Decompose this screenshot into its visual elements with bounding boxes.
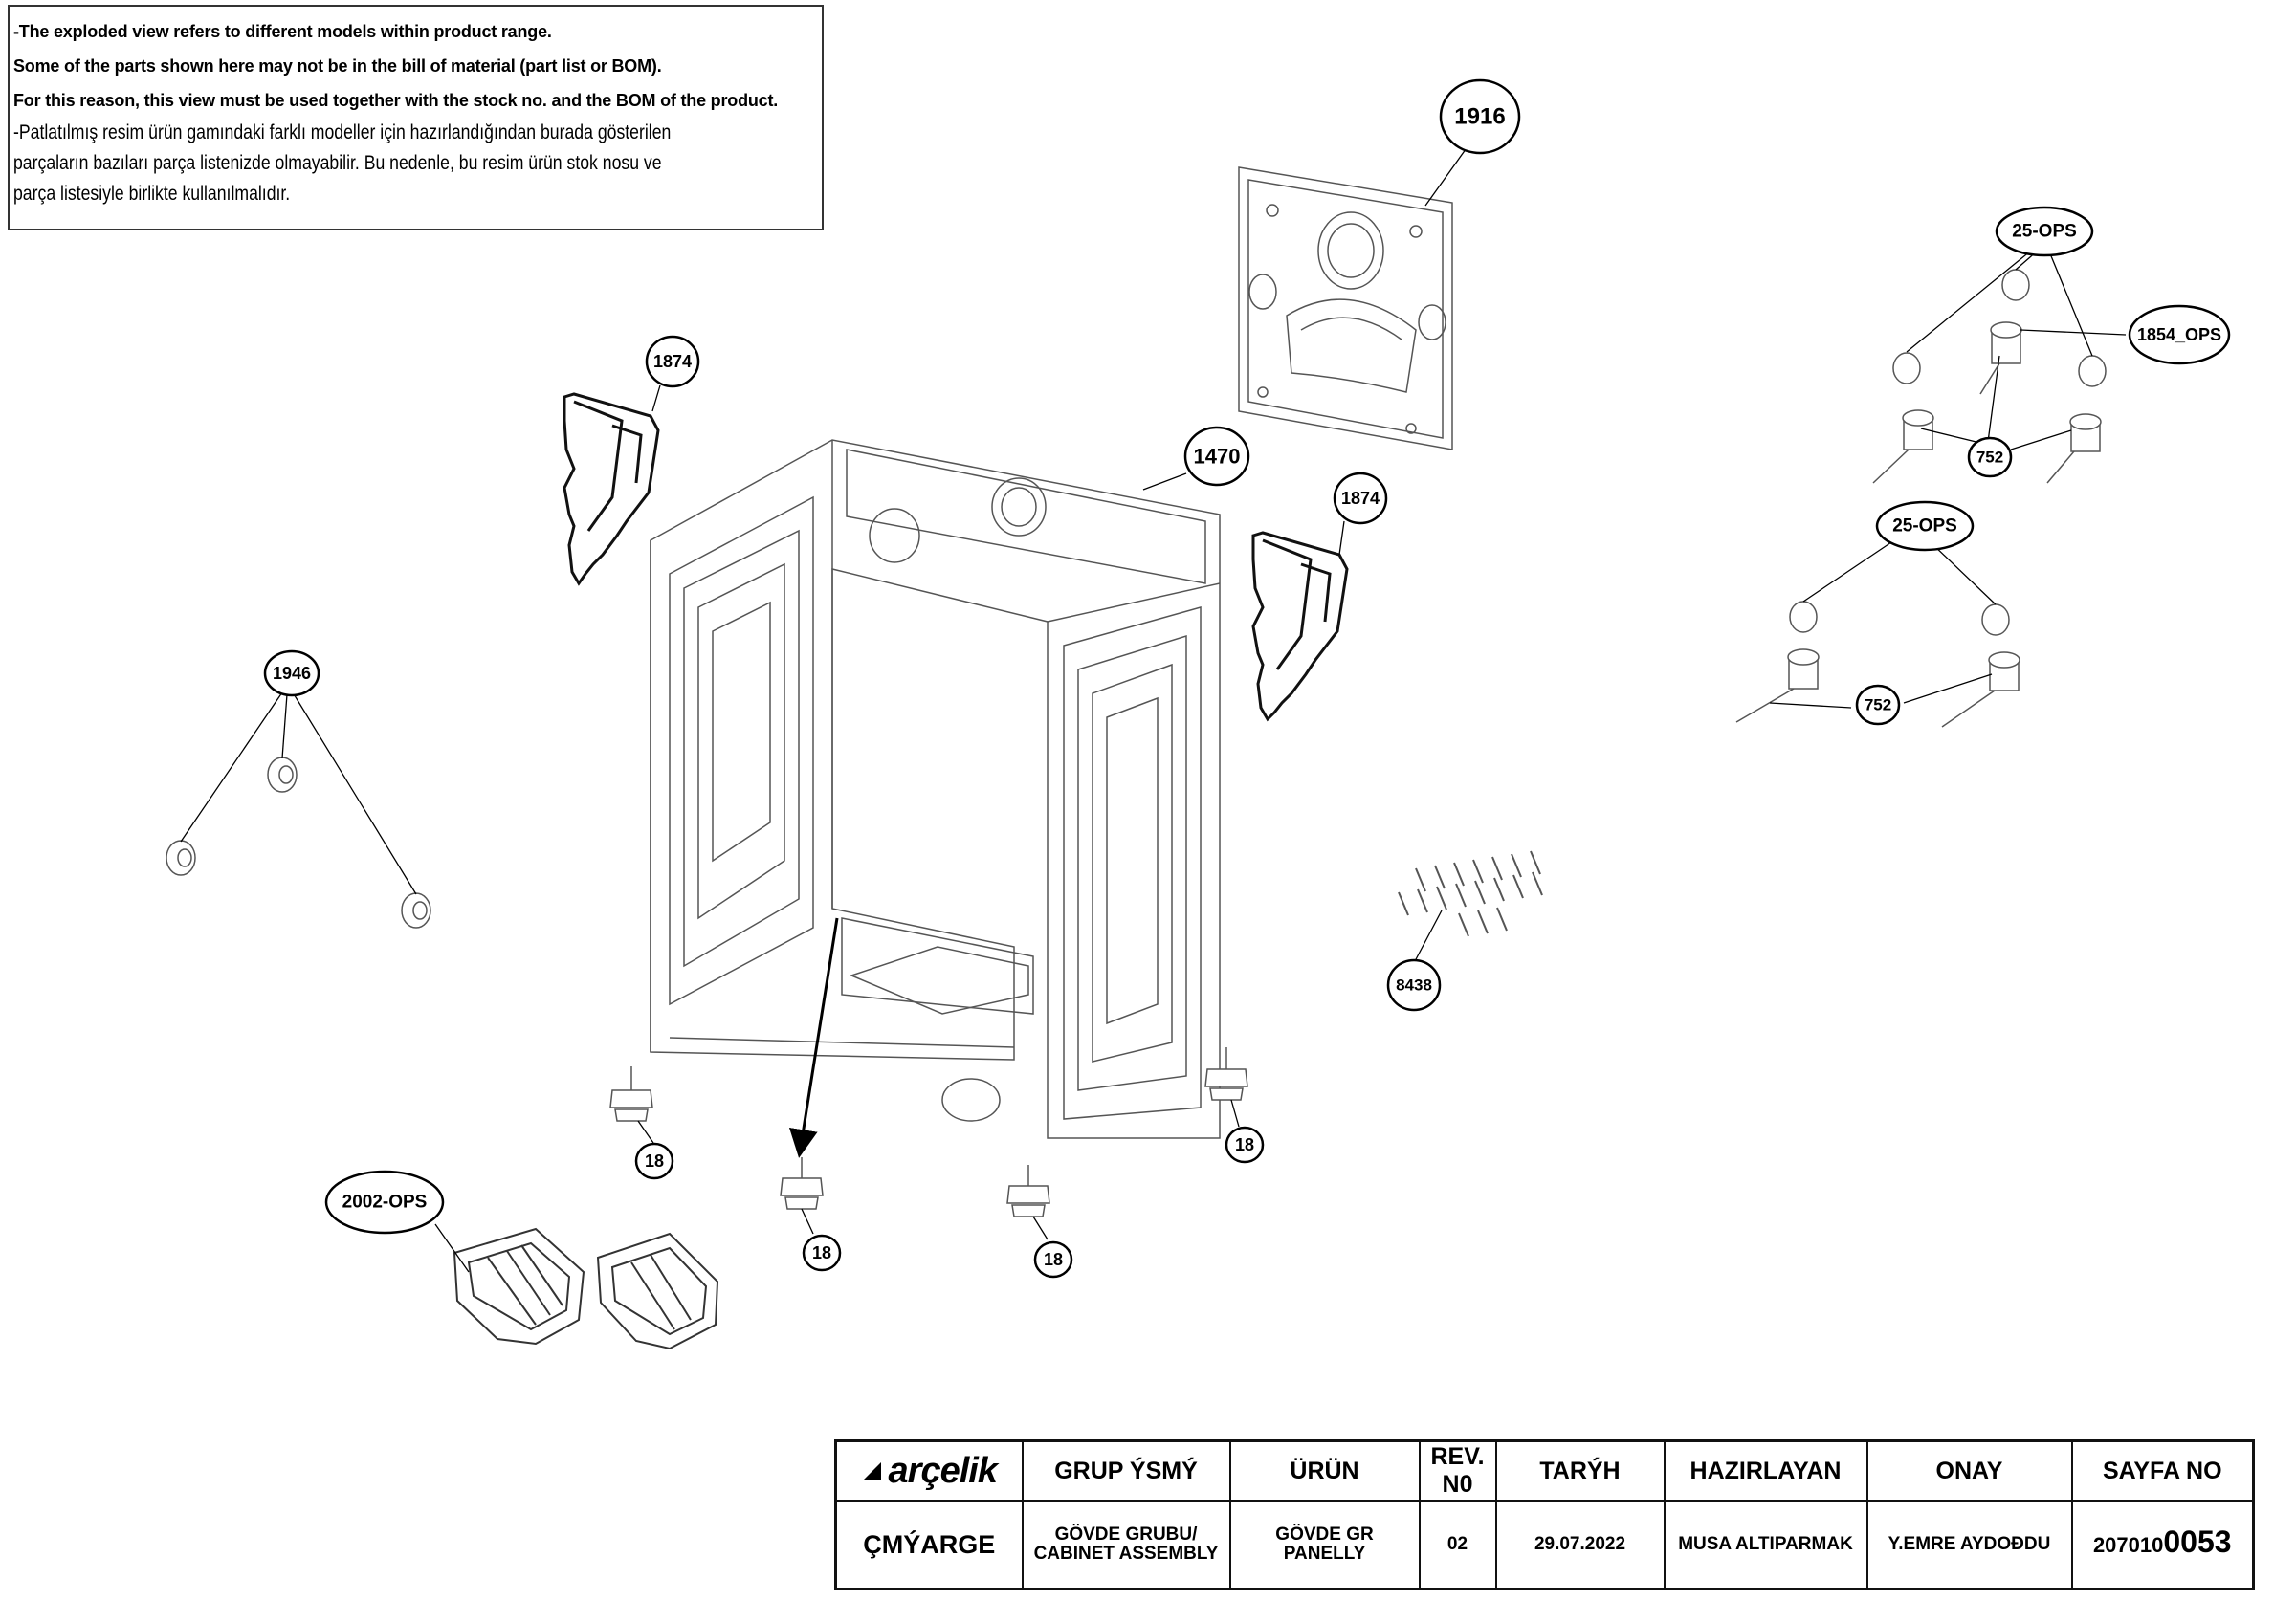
leader-lines-1946: [180, 691, 417, 895]
notice-en-line-3: For this reason, this view must be used …: [13, 91, 779, 110]
callout-18-middle: [802, 1234, 842, 1272]
value-group-line2: CABINET ASSEMBLY: [1033, 1544, 1219, 1564]
header-date: TARÝH: [1494, 1439, 1666, 1502]
callout-25-ops-upper-label: 25-OPS: [2012, 222, 2077, 242]
exploded-view-notice: -The exploded view refers to different m…: [8, 5, 824, 230]
callout-18-middle-right-label: 18: [1044, 1250, 1063, 1269]
callout-752-upper: [1967, 436, 2013, 478]
value-page: 2070100053: [2070, 1500, 2255, 1590]
value-prepared: MUSA ALTIPARMAK: [1663, 1500, 1868, 1590]
page-suffix: 0053: [2163, 1524, 2232, 1559]
notice-en-line-1: -The exploded view refers to different m…: [13, 22, 552, 41]
header-approval: ONAY: [1866, 1439, 2073, 1502]
motor-base-boxes-part: [434, 1223, 719, 1350]
bracket-right-part: [1251, 531, 1349, 722]
title-block: arçelik GRUP ÝSMÝ ÜRÜN REV.N0 TARÝH HAZI…: [834, 1439, 2255, 1590]
callout-752-lower-label: 752: [1865, 696, 1891, 714]
value-product-line2: PANELLY: [1283, 1544, 1366, 1564]
leader-line-1874a: [651, 384, 661, 412]
notice-tr-line-1: -Patlatılmış resim ürün gamındaki farklı…: [13, 121, 672, 143]
callout-2002-ops-label: 2002-OPS: [342, 1193, 428, 1213]
leveling-feet-group: [609, 1047, 1248, 1217]
callout-752-upper-label: 752: [1976, 449, 2003, 467]
leader-line-1916: [1424, 144, 1469, 207]
callout-1874-top: [645, 335, 700, 388]
screws-8438-group: [1398, 850, 1543, 962]
leader-lines-feet: [1769, 246, 2127, 709]
caps-1946-group: [166, 757, 431, 929]
callout-1916-label: 1916: [1454, 104, 1505, 130]
header-rev-line1: REV.: [1430, 1443, 1485, 1470]
callout-752-lower: [1855, 684, 1901, 726]
callout-1874-right-label: 1874: [1341, 489, 1380, 508]
feet-lower-group: [1735, 601, 2020, 728]
callout-1946-label: 1946: [273, 664, 311, 683]
value-rev: 02: [1418, 1500, 1497, 1590]
callout-18-middle-label: 18: [812, 1243, 831, 1262]
callout-18-left-label: 18: [645, 1151, 664, 1171]
callout-1854-ops-label: 1854_OPS: [2137, 325, 2221, 344]
notice-en-line-2: Some of the parts shown here may not be …: [13, 56, 662, 76]
value-product-line1: GÖVDE GR: [1275, 1524, 1374, 1545]
callout-1946: [263, 649, 320, 697]
cabinet-body-part: [650, 439, 1221, 1139]
callout-1874-right: [1333, 472, 1388, 525]
callout-1874-top-label: 1874: [653, 352, 692, 371]
callout-1470-label: 1470: [1194, 445, 1241, 469]
bracket-left-part: [563, 392, 660, 586]
header-product: ÜRÜN: [1228, 1439, 1421, 1502]
callout-18-middle-right: [1033, 1240, 1073, 1279]
notice-tr-line-2: parçaların bazıları parça listenizde olm…: [13, 152, 662, 174]
header-group: GRUP ÝSMÝ: [1021, 1439, 1231, 1502]
callout-25-ops-lower: [1875, 500, 1975, 552]
notice-tr-line-3: parça listesiyle birlikte kullanılmalıdı…: [13, 183, 291, 205]
callout-25-ops-upper: [1995, 206, 2094, 257]
callout-1470: [1183, 426, 1250, 487]
callout-25-ops-lower-label: 25-OPS: [1892, 516, 1957, 537]
callout-1854-ops: [2128, 304, 2231, 365]
callout-18-right-label: 18: [1235, 1135, 1254, 1154]
assembly-arrow: [788, 917, 839, 1158]
value-approval: Y.EMRE AYDOÐDU: [1866, 1500, 2073, 1590]
callout-18-right: [1225, 1126, 1265, 1164]
callout-18-left: [634, 1142, 674, 1180]
header-rev-line2: N0: [1442, 1471, 1473, 1498]
leader-line-1470: [1142, 472, 1187, 491]
brand-logo-text: arçelik: [888, 1450, 998, 1491]
leader-lines-feet-18: [637, 1099, 1240, 1240]
value-date: 29.07.2022: [1494, 1500, 1666, 1590]
logo-cell: arçelik: [834, 1439, 1024, 1502]
callout-2002-ops: [324, 1170, 445, 1235]
header-page: SAYFA NO: [2070, 1439, 2255, 1502]
callout-8438-label: 8438: [1396, 976, 1432, 995]
header-rev: REV.N0: [1418, 1439, 1497, 1502]
value-group: GÖVDE GRUBU/CABINET ASSEMBLY: [1021, 1500, 1231, 1590]
arcelik-logo-icon: [863, 1462, 881, 1480]
value-division: ÇMÝARGE: [834, 1500, 1024, 1590]
callout-1916: [1439, 78, 1521, 155]
feet-upper-group: [1872, 269, 2107, 484]
page-prefix: 207010: [2092, 1533, 2164, 1557]
header-prepared: HAZIRLAYAN: [1663, 1439, 1868, 1502]
callout-8438: [1386, 958, 1442, 1012]
leader-line-1874b: [1338, 520, 1345, 556]
value-group-line1: GÖVDE GRUBU/: [1054, 1524, 1198, 1545]
back-panel-part: [1238, 166, 1453, 450]
